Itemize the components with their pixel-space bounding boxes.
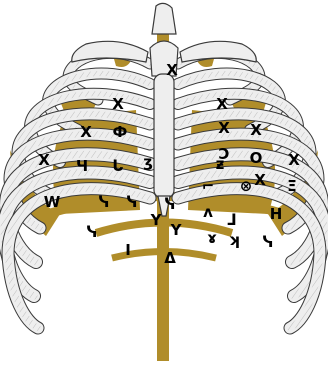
- clavicle-right: [180, 41, 256, 62]
- symbol-mark: ⊗: [240, 177, 253, 195]
- symbol-mark: Ч: [76, 157, 88, 175]
- symbol-mark: ʌ: [203, 203, 213, 221]
- symbol-mark: Y: [150, 211, 163, 229]
- symbol-mark: ᒐ: [112, 157, 123, 175]
- symbol-mark: ʞ: [229, 231, 240, 249]
- neck-vertebra: [152, 3, 176, 34]
- symbol-mark: I: [125, 241, 131, 259]
- symbol-mark: ᓭ: [165, 195, 176, 213]
- symbol-mark: H: [270, 205, 283, 223]
- symbol-mark: Δ: [164, 249, 176, 267]
- symbol-mark: X: [254, 171, 266, 189]
- symbol-mark: X: [216, 95, 228, 113]
- clavicle-left: [72, 41, 148, 62]
- symbol-mark: ƶ: [216, 155, 225, 173]
- symbol-mark: X: [288, 151, 300, 169]
- symbol-mark: O: [250, 149, 263, 167]
- symbol-mark: ᒧ: [227, 211, 236, 229]
- symbol-mark: ᓭ: [263, 233, 274, 251]
- symbol-mark: Ξ: [287, 177, 296, 195]
- sternum-body: [154, 74, 174, 198]
- symbol-mark: Ф: [113, 123, 128, 141]
- symbol-mark: X: [250, 121, 262, 139]
- symbol-mark: Y: [170, 221, 183, 239]
- symbol-mark: ᓭ: [99, 193, 110, 211]
- symbol-mark: ᓭ: [87, 223, 98, 241]
- symbol-mark: X: [38, 151, 50, 169]
- symbol-mark: X: [112, 95, 124, 113]
- symbol-mark: X: [166, 61, 178, 79]
- symbol-mark: ⌐: [202, 177, 215, 195]
- symbol-mark: X: [218, 119, 230, 137]
- symbol-mark: ᓭ: [127, 193, 138, 211]
- symbol-mark: ʒ: [143, 153, 153, 171]
- symbol-mark: W: [44, 193, 61, 211]
- symbol-mark: X: [80, 123, 92, 141]
- symbol-mark: ɤ: [207, 229, 217, 247]
